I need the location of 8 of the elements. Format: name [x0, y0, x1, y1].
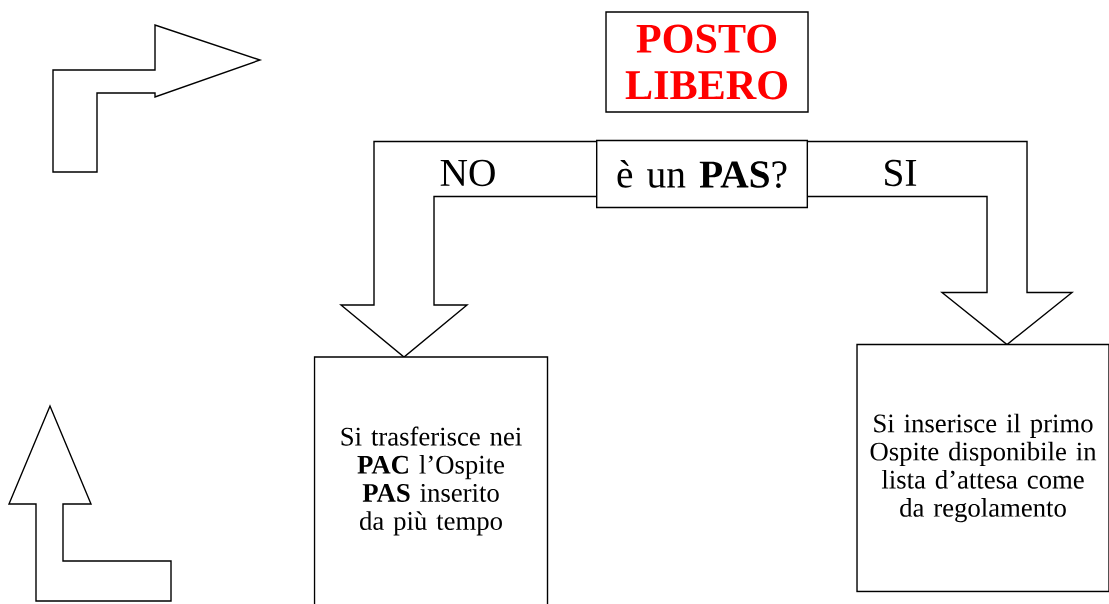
edge-label: NO [438, 158, 498, 188]
edge-label: SI [881, 158, 919, 188]
text-box: POSTO LIBERO [605, 11, 809, 113]
text-box: è un PAS? [596, 139, 809, 209]
block-arrow [339, 140, 599, 358]
text-box: Si inserisce il primo Ospite disponibile in lista d’attesa come da regolamento [856, 343, 1109, 593]
text-box: Si trasferisce nei PAC l’Ospite PAS inserito da più tempo [313, 356, 549, 604]
block-arrow [805, 140, 1075, 346]
